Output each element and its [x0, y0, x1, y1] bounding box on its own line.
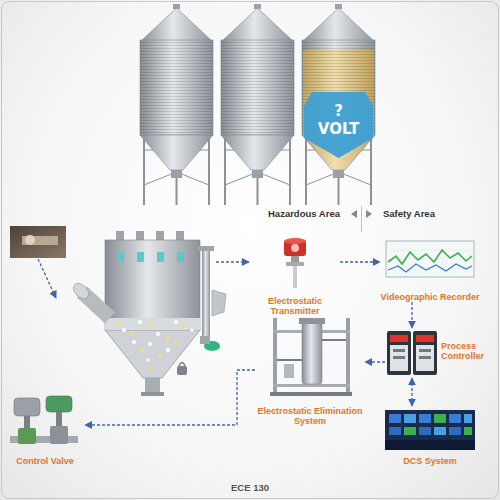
- signal-connector: [411, 378, 412, 406]
- signal-connector: [85, 370, 255, 425]
- device-caption: Electrostatic Elimination System: [255, 406, 365, 426]
- transmitter-device: [284, 238, 306, 288]
- eliminator-device: [270, 318, 352, 396]
- area-label: Hazardous Area: [268, 208, 340, 219]
- device-caption: Control Valve: [5, 456, 85, 466]
- device-box: Electrostatic Transmitter: [250, 236, 340, 316]
- device-box: Control Valve: [5, 392, 85, 466]
- device-caption: Videographic Recorder: [380, 292, 480, 302]
- device-caption: DCS System: [380, 456, 480, 466]
- device-box: Videographic Recorder: [380, 238, 480, 302]
- recorder-device: [386, 241, 474, 277]
- area-label: ECE 130: [0, 482, 500, 493]
- device-caption: Process Controller: [441, 341, 497, 361]
- device-caption: Electrostatic Transmitter: [250, 296, 340, 316]
- silos: [140, 4, 375, 205]
- area-label: Safety Area: [383, 208, 435, 219]
- badge-content: ? VOLT: [304, 92, 373, 149]
- signal-connector: [340, 261, 380, 262]
- device-box: Process Controller: [385, 328, 497, 378]
- process-vessel: [70, 231, 226, 396]
- badge-text: ? VOLT: [316, 102, 362, 138]
- signal-connector: [411, 302, 412, 328]
- site-photo: [10, 226, 66, 258]
- voltage-badge: ? VOLT: [304, 92, 373, 158]
- device-box: DCS System: [380, 406, 480, 466]
- dcs-device: [385, 410, 475, 450]
- leader-lines: [38, 259, 249, 298]
- area-divider: [351, 206, 372, 232]
- signal-connector: [365, 361, 385, 362]
- badge-outline: [304, 92, 373, 158]
- device-box: Electrostatic Elimination System: [255, 312, 365, 426]
- valve-device: [10, 396, 78, 444]
- controller-device: [387, 331, 437, 375]
